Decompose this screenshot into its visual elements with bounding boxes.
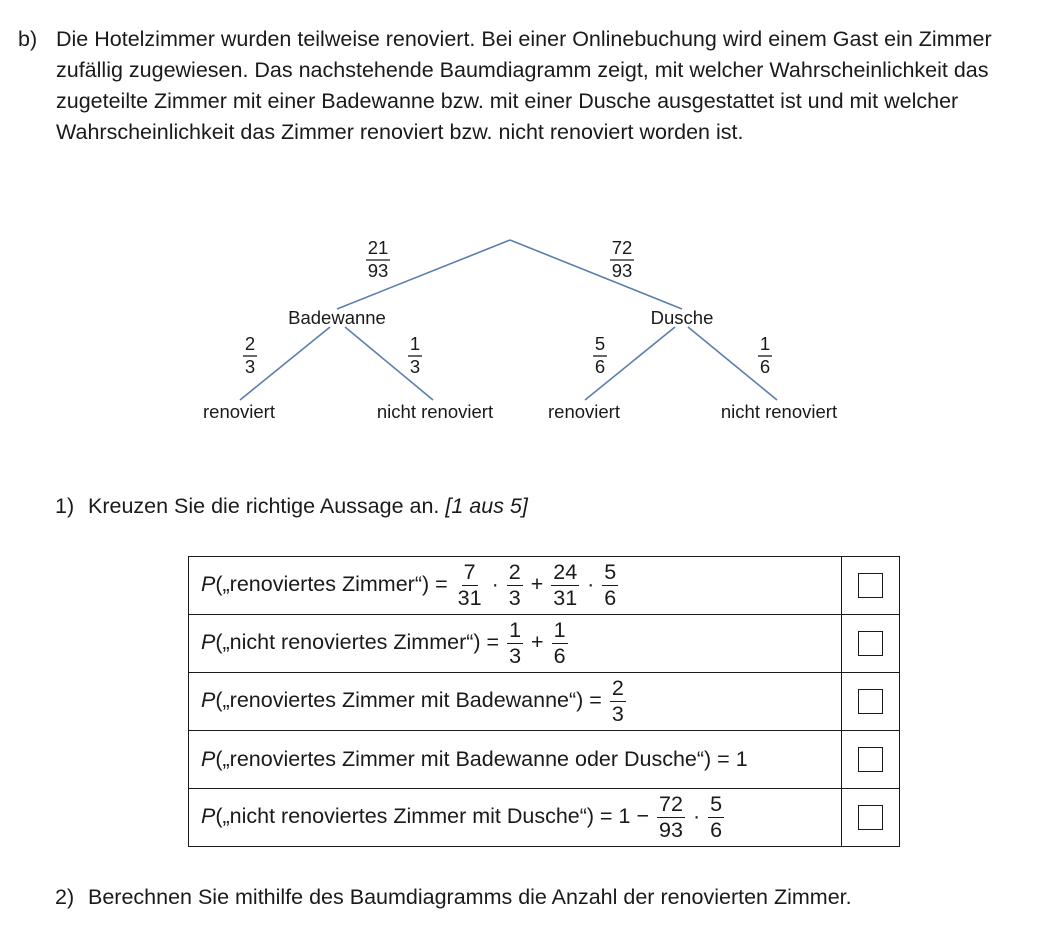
statement-5: P(„nicht renoviertes Zimmer mit Dusche“)… [188,788,842,847]
node-badewanne: Badewanne [288,307,386,328]
prob-symbol: P [201,572,216,597]
prob-bw-ren-num: 2 [245,333,255,354]
checkbox-4[interactable] [858,747,883,773]
prob-symbol: P [201,747,216,771]
branch-root-badewanne [336,239,511,310]
checkbox-cell [841,556,900,615]
prob-symbol: P [201,804,216,829]
checkbox-3[interactable] [858,689,883,715]
checkbox-cell [841,788,900,847]
leaf-du-nicht-renoviert: nicht renoviert [721,401,837,422]
checkbox-1[interactable] [858,573,883,599]
leaf-bw-renoviert: renoviert [203,401,275,422]
prob-badewanne-num: 21 [368,237,389,258]
task-text: Kreuzen Sie die richtige Aussage an. [88,494,440,518]
node-dusche: Dusche [651,307,714,328]
prob-dusche-num: 72 [612,237,633,258]
branch-dusche-renoviert [584,326,676,401]
statement-text: („renoviertes Zimmer mit Badewanne“) = [215,688,602,713]
prob-du-ren-num: 5 [595,333,605,354]
prob-badewanne-den: 93 [368,260,389,281]
checkbox-5[interactable] [858,805,883,831]
prob-bw-nren-den: 3 [410,356,420,377]
checkbox-cell [841,730,900,789]
task-hint: [1 aus 5] [445,494,528,518]
table-row: P(„renoviertes Zimmer mit Badewanne“) = … [188,672,900,731]
prob-symbol: P [201,688,216,713]
prob-dusche-den: 93 [612,260,633,281]
table-row: P(„nicht renoviertes Zimmer mit Dusche“)… [188,788,900,847]
leaf-bw-nicht-renoviert: nicht renoviert [377,401,493,422]
intro-paragraph: b) Die Hotelzimmer wurden teilweise reno… [18,24,1028,148]
branch-root-dusche [509,239,683,310]
intro-text: Die Hotelzimmer wurden teilweise renovie… [56,27,992,144]
task-1-prompt: 1) Kreuzen Sie die richtige Aussage an. [… [55,494,528,519]
statement-text: („nicht renoviertes Zimmer“) = [215,630,500,655]
subtask-label: b) [18,27,38,51]
task-number: 1) [55,494,75,518]
prob-bw-nren-num: 1 [410,333,420,354]
task-2-prompt: 2) Berechnen Sie mithilfe des Baumdiagram… [55,885,852,910]
table-row: P(„renoviertes Zimmer mit Badewanne oder… [188,730,900,789]
prob-du-nren-den: 6 [760,356,770,377]
statement-4: P(„renoviertes Zimmer mit Badewanne oder… [188,730,842,789]
statement-3: P(„renoviertes Zimmer mit Badewanne“) = … [188,672,842,731]
prob-du-ren-den: 6 [595,356,605,377]
statement-text: („renoviertes Zimmer“) = [215,572,448,597]
statement-text: („nicht renoviertes Zimmer mit Dusche“) … [215,804,650,829]
branch-dusche-nicht-renoviert [687,326,778,401]
prob-bw-ren-den: 3 [245,356,255,377]
prob-du-nren-num: 1 [760,333,770,354]
statement-text: („renoviertes Zimmer mit Badewanne oder … [215,747,748,771]
checkbox-2[interactable] [858,631,883,657]
checkbox-cell [841,672,900,731]
prob-symbol: P [201,630,216,655]
leaf-du-renoviert: renoviert [548,401,620,422]
checkbox-cell [841,614,900,673]
task-text: Berechnen Sie mithilfe des Baumdiagramms… [88,885,852,909]
task-number: 2) [55,885,75,909]
branch-badewanne-renoviert [239,326,331,401]
branch-badewanne-nicht-renoviert [344,326,434,401]
tree-diagram: 21 93 72 93 Badewanne Dusche 2 3 1 3 5 6… [203,237,837,422]
